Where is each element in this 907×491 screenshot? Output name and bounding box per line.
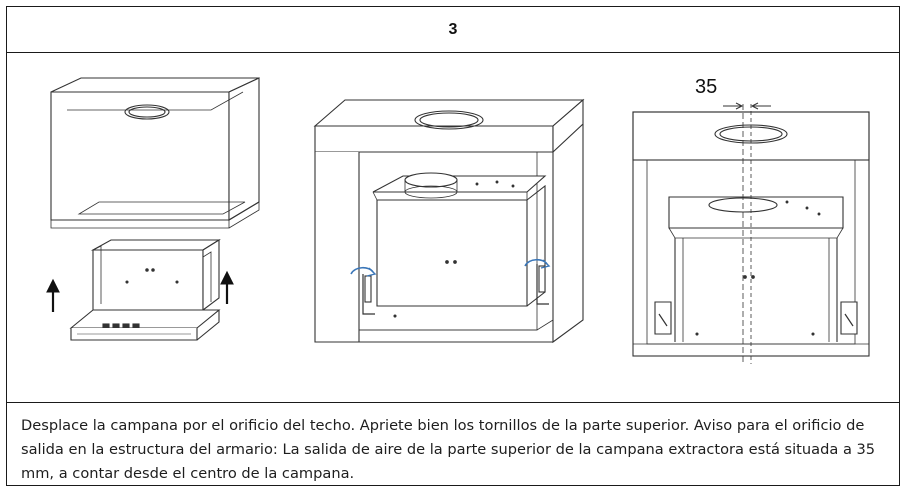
instruction-panel: 3 xyxy=(6,6,900,486)
illustration-front-view-dimension xyxy=(632,102,870,364)
instruction-text: Desplace la campana por el orificio del … xyxy=(21,417,876,482)
figure-area: 35 xyxy=(7,52,899,403)
step-number: 3 xyxy=(448,20,458,38)
dimension-label: 35 xyxy=(695,76,718,98)
illustration-hood-installed xyxy=(313,98,585,344)
step-header: 3 xyxy=(7,7,899,53)
illustration-cabinet-exploded xyxy=(46,77,260,341)
installation-illustration xyxy=(46,77,870,364)
